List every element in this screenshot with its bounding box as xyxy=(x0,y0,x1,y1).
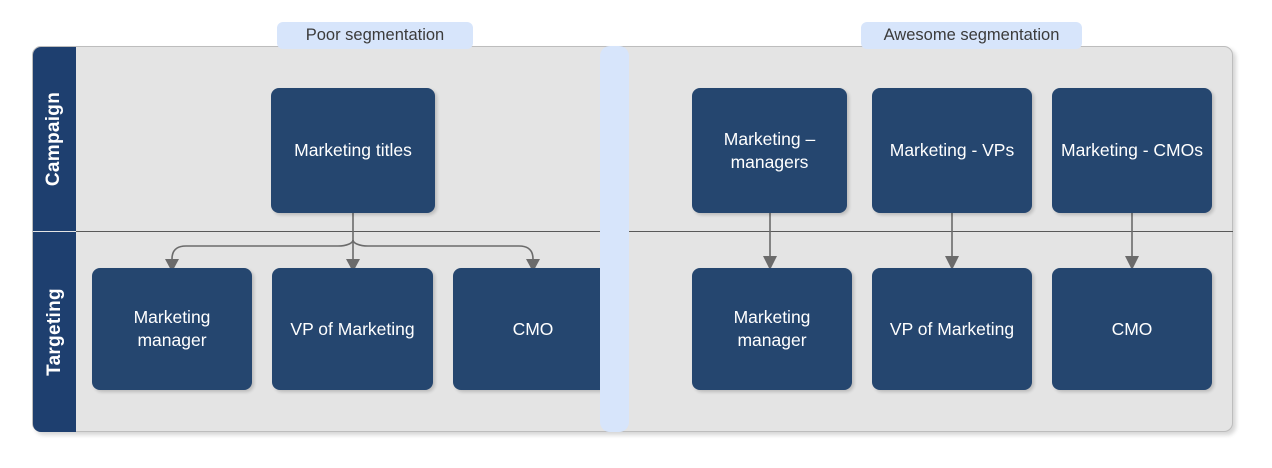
campaign-node-marketing-titles[interactable]: Marketing titles xyxy=(271,88,435,213)
row-divider-line xyxy=(76,231,1233,232)
targeting-node-left-vp-of-marketing[interactable]: VP of Marketing xyxy=(272,268,433,390)
campaign-node-marketing-cmos[interactable]: Marketing - CMOs xyxy=(1052,88,1212,213)
campaign-node-marketing-vps[interactable]: Marketing - VPs xyxy=(872,88,1032,213)
campaign-node-marketing-managers[interactable]: Marketing – managers xyxy=(692,88,847,213)
row-rail-campaign: Campaign xyxy=(33,47,76,231)
section-label-poor-segmentation: Poor segmentation xyxy=(277,22,473,49)
targeting-node-left-cmo[interactable]: CMO xyxy=(453,268,613,390)
targeting-node-right-cmo[interactable]: CMO xyxy=(1052,268,1212,390)
targeting-node-left-marketing-manager[interactable]: Marketing manager xyxy=(92,268,252,390)
targeting-node-right-vp-of-marketing[interactable]: VP of Marketing xyxy=(872,268,1032,390)
row-rail-targeting-label: Targeting xyxy=(43,288,65,376)
section-label-awesome-segmentation: Awesome segmentation xyxy=(861,22,1082,49)
targeting-node-right-marketing-manager[interactable]: Marketing manager xyxy=(692,268,852,390)
group-divider-band xyxy=(600,46,629,432)
row-rail-targeting: Targeting xyxy=(33,232,76,432)
row-rail-campaign-label: Campaign xyxy=(43,91,65,187)
